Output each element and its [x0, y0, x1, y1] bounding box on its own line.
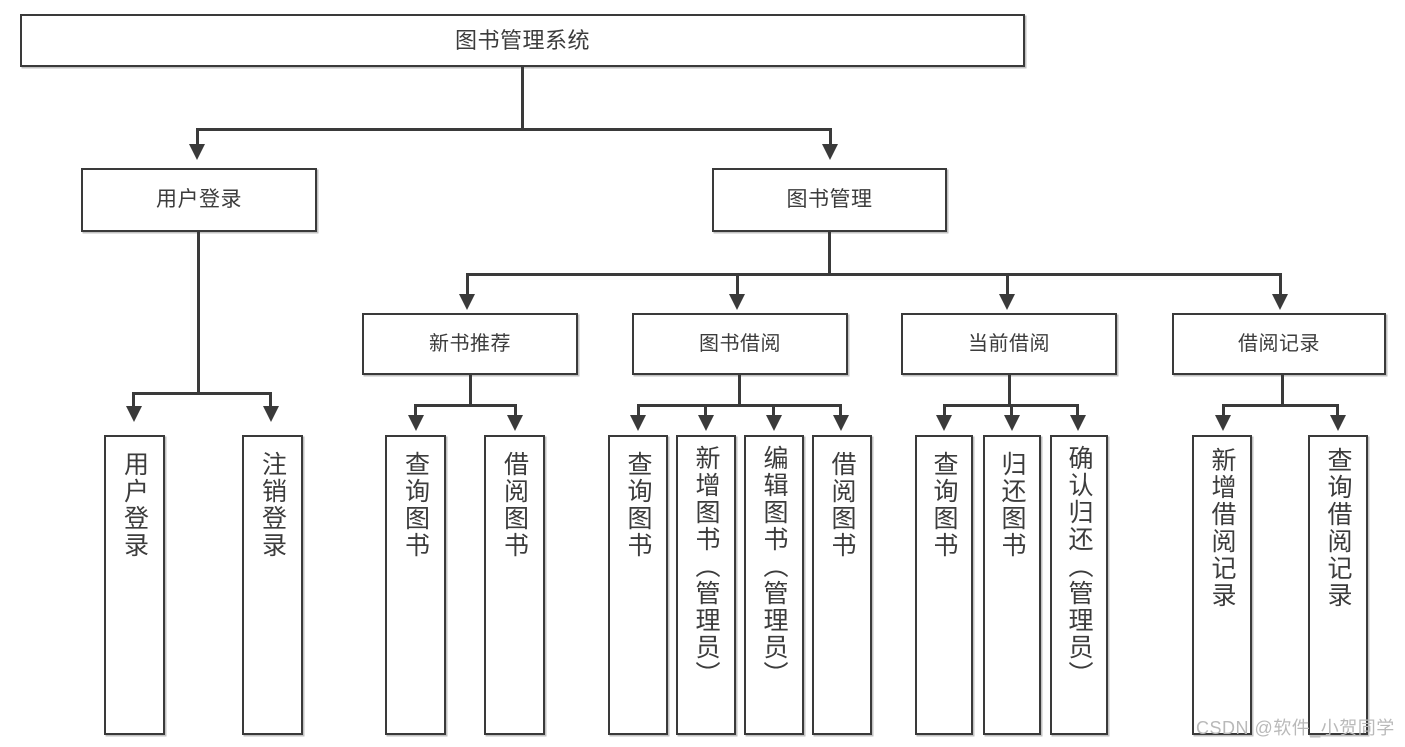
- node-book-manage-label: 图书管理: [786, 187, 873, 211]
- connector-user-login-stem: [197, 232, 200, 394]
- arrow-to-new-book-recommend: [459, 294, 475, 310]
- arrow-to-leaf-borrow-book-2: [833, 415, 849, 431]
- connector-lvl3-drop-3: [1006, 273, 1009, 294]
- connector-root-bus: [196, 128, 832, 131]
- node-root[interactable]: 图书管理系统: [20, 14, 1025, 67]
- node-leaf-borrow-book-2[interactable]: 借阅图书: [812, 435, 872, 735]
- node-leaf-user-login-label: 用户登录: [120, 451, 149, 559]
- node-user-login-label: 用户登录: [156, 187, 242, 211]
- node-leaf-return-book-label: 归还图书: [998, 451, 1026, 559]
- connector-user-login-drop-2: [269, 392, 272, 406]
- node-leaf-user-logout[interactable]: 注销登录: [242, 435, 303, 735]
- node-leaf-query-book-1-label: 查询图书: [401, 451, 430, 559]
- arrow-to-leaf-confirm-return: [1070, 415, 1086, 431]
- arrow-to-book-manage: [822, 144, 838, 160]
- node-leaf-query-record-label: 查询借阅记录: [1324, 447, 1352, 609]
- node-leaf-add-book[interactable]: 新增图书（管理员）: [676, 435, 736, 735]
- arrow-to-leaf-query-book-1: [408, 415, 424, 431]
- arrow-to-leaf-query-book-3: [936, 415, 952, 431]
- connector-br-stem: [1281, 375, 1284, 406]
- connector-book-manage-bus: [466, 273, 1282, 276]
- arrow-to-leaf-edit-book: [766, 415, 782, 431]
- node-book-manage[interactable]: 图书管理: [712, 168, 947, 232]
- node-leaf-borrow-book-1[interactable]: 借阅图书: [484, 435, 545, 735]
- node-current-borrow[interactable]: 当前借阅: [901, 313, 1117, 375]
- connector-nbr-bus: [414, 404, 517, 407]
- connector-br-drop-2: [1336, 404, 1339, 415]
- connector-lvl3-drop-4: [1279, 273, 1282, 294]
- node-leaf-query-record[interactable]: 查询借阅记录: [1308, 435, 1368, 735]
- node-leaf-edit-book[interactable]: 编辑图书（管理员）: [744, 435, 804, 735]
- connector-bb-drop-4: [839, 404, 842, 415]
- connector-lvl3-drop-1: [466, 273, 469, 294]
- connector-user-login-drop-1: [132, 392, 135, 406]
- connector-nbr-stem: [469, 375, 472, 406]
- connector-bb-drop-2: [704, 404, 707, 415]
- connector-cb-stem: [1008, 375, 1011, 406]
- arrow-to-leaf-borrow-book-1: [507, 415, 523, 431]
- connector-nbr-drop-2: [514, 404, 517, 415]
- connector-user-login-bus: [132, 392, 271, 395]
- node-leaf-add-record-label: 新增借阅记录: [1208, 447, 1236, 609]
- connector-root-drop-left: [196, 128, 199, 144]
- node-root-label: 图书管理系统: [454, 27, 590, 53]
- arrow-to-leaf-query-record: [1330, 415, 1346, 431]
- node-leaf-borrow-book-1-label: 借阅图书: [500, 451, 529, 559]
- node-leaf-borrow-book-2-label: 借阅图书: [828, 451, 856, 559]
- arrow-to-book-borrow: [729, 294, 745, 310]
- node-leaf-add-book-label: 新增图书（管理员）: [692, 445, 720, 688]
- node-leaf-query-book-2[interactable]: 查询图书: [608, 435, 668, 735]
- connector-bb-bus: [637, 404, 841, 407]
- node-new-book-recommend-label: 新书推荐: [429, 332, 511, 355]
- arrow-to-leaf-user-logout: [263, 406, 279, 422]
- node-leaf-confirm-return[interactable]: 确认归还（管理员）: [1050, 435, 1108, 735]
- node-leaf-query-book-3[interactable]: 查询图书: [915, 435, 973, 735]
- arrow-to-leaf-return-book: [1004, 415, 1020, 431]
- node-borrow-record-label: 借阅记录: [1238, 332, 1320, 355]
- connector-bb-drop-1: [637, 404, 640, 415]
- node-new-book-recommend[interactable]: 新书推荐: [362, 313, 578, 375]
- connector-book-manage-stem: [828, 232, 831, 275]
- connector-br-drop-1: [1222, 404, 1225, 415]
- node-leaf-return-book[interactable]: 归还图书: [983, 435, 1041, 735]
- arrow-to-leaf-add-book: [698, 415, 714, 431]
- arrow-to-current-borrow: [999, 294, 1015, 310]
- node-leaf-query-book-3-label: 查询图书: [930, 451, 958, 559]
- arrow-to-leaf-query-book-2: [630, 415, 646, 431]
- node-borrow-record[interactable]: 借阅记录: [1172, 313, 1386, 375]
- arrow-to-leaf-add-record: [1215, 415, 1231, 431]
- node-leaf-user-login[interactable]: 用户登录: [104, 435, 165, 735]
- connector-cb-drop-3: [1076, 404, 1079, 415]
- connector-lvl3-drop-2: [736, 273, 739, 294]
- connector-root-stem: [521, 67, 524, 130]
- arrow-to-user-login: [189, 144, 205, 160]
- connector-cb-drop-2: [1010, 404, 1013, 415]
- connector-br-bus: [1222, 404, 1339, 407]
- arrow-to-leaf-user-login: [126, 406, 142, 422]
- node-leaf-query-book-2-label: 查询图书: [624, 451, 652, 559]
- node-user-login[interactable]: 用户登录: [81, 168, 317, 232]
- connector-bb-stem: [738, 375, 741, 406]
- node-book-borrow[interactable]: 图书借阅: [632, 313, 848, 375]
- watermark-text: CSDN @软件_小贺同学: [1196, 718, 1395, 738]
- node-book-borrow-label: 图书借阅: [699, 332, 781, 355]
- node-leaf-edit-book-label: 编辑图书（管理员）: [760, 445, 788, 688]
- node-leaf-add-record[interactable]: 新增借阅记录: [1192, 435, 1252, 735]
- node-leaf-confirm-return-label: 确认归还（管理员）: [1065, 445, 1093, 688]
- node-current-borrow-label: 当前借阅: [968, 332, 1050, 355]
- node-leaf-user-logout-label: 注销登录: [258, 451, 287, 559]
- connector-bb-drop-3: [772, 404, 775, 415]
- connector-cb-drop-1: [943, 404, 946, 415]
- arrow-to-borrow-record: [1272, 294, 1288, 310]
- connector-root-drop-right: [829, 128, 832, 144]
- node-leaf-query-book-1[interactable]: 查询图书: [385, 435, 446, 735]
- connector-nbr-drop-1: [414, 404, 417, 415]
